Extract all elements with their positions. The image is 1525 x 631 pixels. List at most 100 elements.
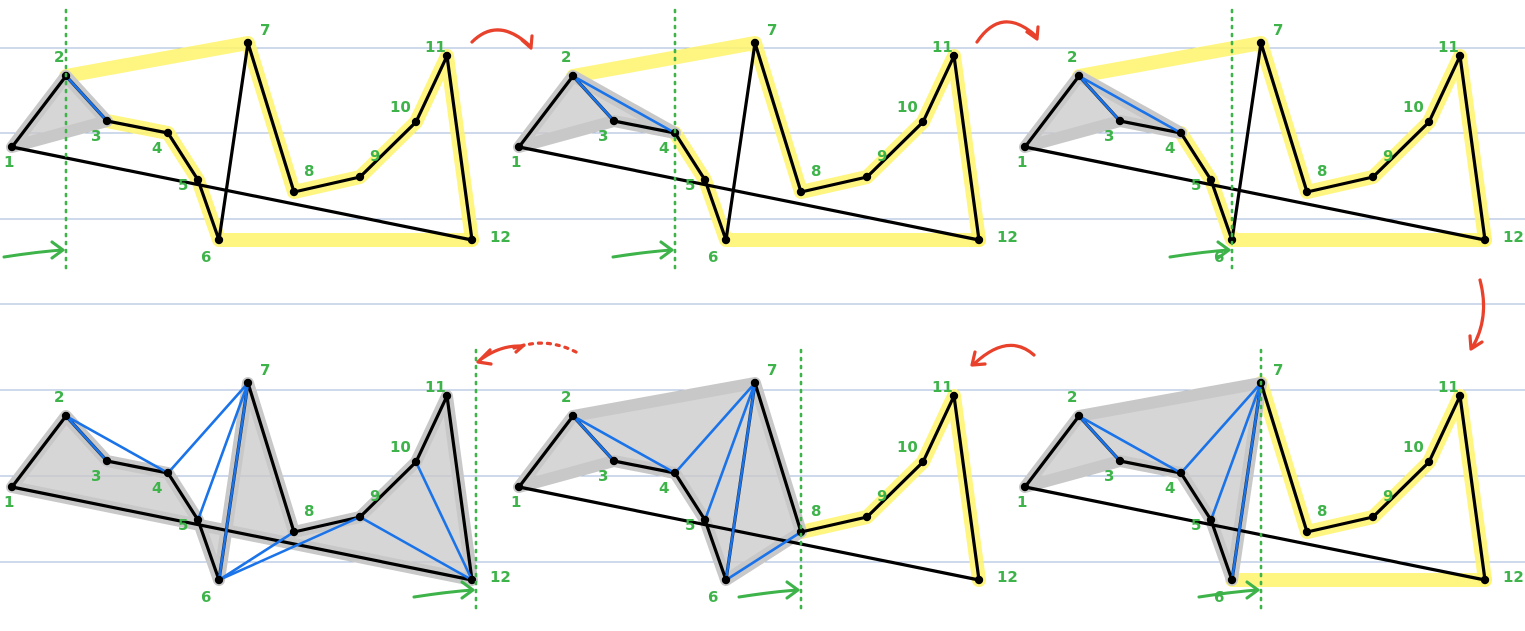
diagonal (571, 74, 677, 135)
vertex-dot (1074, 411, 1084, 421)
vertex-dot (1074, 71, 1084, 81)
vertex-label: 3 (1104, 127, 1114, 145)
vertex-label: 12 (490, 228, 511, 246)
diagonal (724, 381, 757, 582)
vertex-label: 10 (390, 438, 411, 456)
vertex-dot (700, 175, 710, 185)
vertex-label: 6 (1214, 588, 1224, 606)
vertex-label: 2 (561, 48, 571, 66)
vertex-dot (1424, 457, 1434, 467)
vertex-dot (974, 235, 984, 245)
vertex-label: 4 (659, 139, 669, 157)
diagonal (64, 74, 109, 123)
vertex-dot (1480, 575, 1490, 585)
vertex-label: 10 (897, 438, 918, 456)
vertex-label: 8 (304, 502, 314, 520)
diagonal (673, 381, 757, 475)
vertex-label: 6 (708, 588, 718, 606)
vertex-dot (193, 515, 203, 525)
vertex-label: 3 (1104, 467, 1114, 485)
vertex-label: 7 (1273, 21, 1283, 39)
sweep-arrow (412, 588, 474, 599)
vertex-dot (918, 117, 928, 127)
vertex-label: 9 (877, 147, 887, 165)
vertex-dot (1115, 116, 1125, 126)
vertex-label: 8 (1317, 162, 1327, 180)
diagonal (64, 414, 170, 475)
vertex-dot (214, 575, 224, 585)
processed-region (6, 377, 478, 586)
vertex-label: 3 (598, 467, 608, 485)
unprocessed-band-upper (1072, 36, 1492, 247)
vertex-label: 4 (152, 479, 162, 497)
vertex-dot (442, 51, 452, 61)
vertex-label: 5 (1191, 516, 1201, 534)
vertex-label: 11 (1438, 38, 1459, 56)
diagonal (217, 530, 296, 582)
sweep-arrow (1197, 588, 1259, 599)
vertex-dot (862, 172, 872, 182)
vertex-dot (750, 378, 760, 388)
vertex-dot (1176, 468, 1186, 478)
diagonal (571, 74, 616, 123)
sweep-arrowhead (659, 240, 674, 260)
vertex-dot (102, 116, 112, 126)
flow-arrowhead (1468, 334, 1484, 351)
vertex-dot (467, 575, 477, 585)
vertex-dot (1302, 527, 1312, 537)
vertex-label: 11 (1438, 378, 1459, 396)
vertex-dot (1227, 235, 1237, 245)
vertex-label: 9 (877, 487, 887, 505)
sweep-arrowhead (785, 580, 800, 600)
vertex-dot (411, 457, 421, 467)
vertex-label: 1 (1017, 153, 1027, 171)
vertex-dot (289, 187, 299, 197)
vertex-dot (700, 515, 710, 525)
diagonal (1077, 74, 1183, 135)
vertex-label: 7 (260, 361, 270, 379)
vertex-dot (721, 235, 731, 245)
vertex-label: 11 (932, 38, 953, 56)
vertex-label: 2 (561, 388, 571, 406)
vertex-dot (568, 411, 578, 421)
sweep-arrow (611, 248, 673, 259)
flow-arrowhead (476, 348, 493, 366)
vertex-label: 8 (811, 162, 821, 180)
unprocessed-band-upper (794, 389, 986, 587)
sweep-arrowhead (1216, 240, 1231, 260)
diagonal (703, 381, 757, 522)
vertex-dot (214, 235, 224, 245)
vertex-label: 10 (897, 98, 918, 116)
vertex-label: 4 (659, 479, 669, 497)
diagonal (217, 515, 362, 582)
vertex-dot (467, 235, 477, 245)
vertex-dot (1020, 482, 1030, 492)
vertex-label: 6 (201, 588, 211, 606)
vertex-dot (1424, 117, 1434, 127)
vertex-dot (796, 187, 806, 197)
vertex-label: 2 (1067, 48, 1077, 66)
flow-arrow (520, 341, 578, 354)
vertex-label: 1 (511, 493, 521, 511)
vertex-dot (7, 142, 17, 152)
diagonal (1179, 381, 1263, 475)
vertex-dot (7, 482, 17, 492)
flow-arrowhead (520, 34, 534, 50)
vertex-label: 7 (260, 21, 270, 39)
vertex-label: 4 (1165, 139, 1175, 157)
vertex-dot (1115, 456, 1125, 466)
vertex-dot (721, 575, 731, 585)
vertex-label: 6 (708, 248, 718, 266)
vertex-dot (355, 512, 365, 522)
vertex-label: 8 (1317, 502, 1327, 520)
vertex-dot (411, 117, 421, 127)
vertex-label: 8 (811, 502, 821, 520)
vertex-label: 9 (370, 487, 380, 505)
vertex-label: 5 (178, 176, 188, 194)
flow-arrowhead (970, 350, 987, 367)
vertex-dot (862, 512, 872, 522)
vertex-label: 11 (932, 378, 953, 396)
vertex-label: 4 (1165, 479, 1175, 497)
